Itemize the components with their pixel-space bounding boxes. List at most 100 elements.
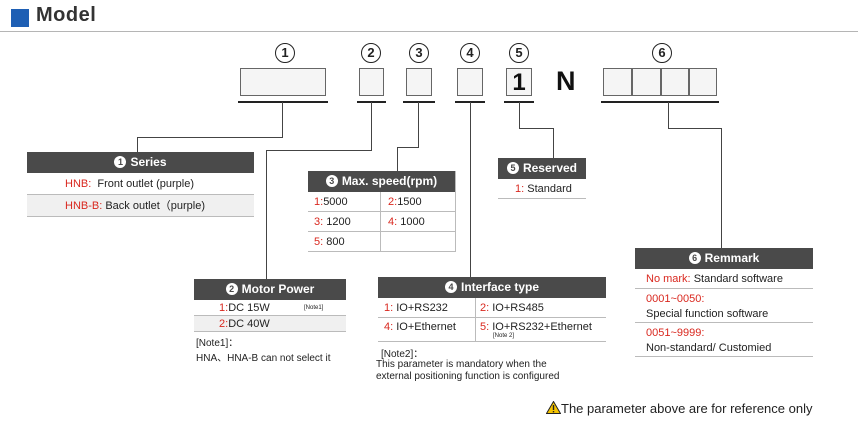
series-code-box: [240, 68, 326, 96]
series-underline: [238, 101, 328, 103]
max-speed-value: 1000: [400, 216, 425, 228]
motor-power-row: 2:DC 40W: [194, 316, 346, 332]
series-row-desc: Front outlet (purple): [97, 178, 195, 190]
max-speed-row: 5: 800: [308, 232, 455, 252]
series-row-desc: Back outlet（purple): [105, 200, 206, 212]
interface-code-box: [457, 68, 483, 96]
motor-power-row-desc: DC 15W: [228, 302, 270, 314]
reserved-table-title: Reserved: [522, 161, 578, 175]
position-1-marker: 1: [275, 43, 295, 63]
series-table-title: Series: [130, 155, 167, 169]
remark-code-box-2: [632, 68, 661, 96]
interface-note-title: [Note2]：: [381, 349, 424, 360]
remark-code-box-1: [603, 68, 632, 96]
motor-power-note-text: HNA、HNA-B can not select it: [196, 353, 331, 364]
motor-power-row-code: 2:: [219, 318, 229, 330]
interface-row: 1: IO+RS232 2: IO+RS485: [378, 298, 606, 318]
motor-power-note-title: [Note1]：: [196, 338, 239, 349]
reserved-row: 1: Standard: [498, 179, 586, 199]
remark-row: 0051~9999: Non-standard/ Customied: [635, 323, 813, 357]
speed-connector-v: [397, 147, 398, 171]
series-number-badge: 1: [114, 155, 127, 168]
motor-power-row-note: [Note1]: [304, 305, 324, 311]
series-connector-h: [137, 137, 283, 138]
interface-table-title: Interface type: [460, 280, 540, 294]
series-row: HNB: Front outlet (purple): [27, 173, 254, 195]
footer-warning: The parameter above are for reference on…: [545, 400, 813, 416]
interface-connector: [470, 102, 471, 277]
interface-value: IO+RS232: [396, 302, 448, 314]
reserved-row-code: 1:: [515, 183, 525, 195]
max-speed-code: 1:: [314, 196, 324, 208]
remark-code-box-4: [689, 68, 717, 96]
remark-number-badge: 6: [688, 251, 701, 264]
interface-number-badge: 4: [444, 280, 457, 293]
position-5-marker: 5: [509, 43, 529, 63]
speed-connector-h: [397, 147, 419, 148]
interface-note-line1: This parameter is mandatory when the: [376, 359, 547, 370]
remark-underline: [601, 101, 719, 103]
remark-code-box-3: [661, 68, 689, 96]
interface-code: 4:: [384, 321, 394, 333]
remark-connector: [668, 102, 669, 129]
warning-icon: [545, 400, 562, 414]
motor-power-table-title: Motor Power: [241, 282, 315, 296]
remark-table-title: Remmark: [704, 251, 760, 265]
motor-connector-v: [266, 150, 267, 279]
remark-connector-h: [668, 128, 722, 129]
series-row-code: HNB:: [65, 178, 92, 190]
reserved-code-box: 1: [506, 68, 532, 96]
interface-note-line2: external positioning function is configu…: [376, 371, 560, 382]
reserved-row-desc: Standard: [527, 183, 572, 195]
max-speed-code: 3:: [314, 216, 324, 228]
interface-code: 2:: [480, 302, 490, 314]
position-2-marker: 2: [361, 43, 381, 63]
interface-code: 1:: [384, 302, 394, 314]
position-6-marker: 6: [652, 43, 672, 63]
remark-connector-v: [721, 128, 722, 248]
remark-row: No mark: Standard software: [635, 269, 813, 289]
interface-value: IO+Ethernet: [396, 321, 456, 333]
max-speed-code: 2:: [388, 196, 398, 208]
interface-row: 4: IO+Ethernet 5: IO+RS232+Ethernet [Not…: [378, 318, 606, 342]
reserved-number-badge: 5: [506, 161, 519, 174]
remark-row-code: No mark:: [646, 273, 691, 285]
position-4-marker: 4: [460, 43, 480, 63]
remark-row: 0001~0050: Special function software: [635, 289, 813, 323]
position-3-marker: 3: [409, 43, 429, 63]
motor-connector-h: [266, 150, 372, 151]
max-speed-code: 5:: [314, 236, 324, 248]
footer-warning-text: The parameter above are for reference on…: [561, 401, 813, 416]
interface-value: IO+RS485: [492, 302, 544, 314]
interface-note-ref: [Note 2]: [493, 333, 515, 339]
interface-code: 5:: [480, 321, 490, 333]
motor-power-row-code: 1:: [219, 302, 229, 314]
max-speed-value: 1500: [397, 196, 422, 208]
max-speed-code-box: [406, 68, 432, 96]
speed-connector: [418, 102, 419, 148]
remark-row-desc: Non-standard/ Customied: [646, 342, 772, 354]
max-speed-row: 3: 1200 4: 1000: [308, 212, 455, 232]
max-speed-value: 1200: [326, 216, 351, 228]
series-connector: [282, 102, 283, 138]
interface-value: IO+RS232+Ethernet: [492, 321, 592, 333]
remark-row-code: 0051~9999:: [646, 327, 705, 339]
header-divider: [0, 31, 858, 32]
max-speed-underline: [403, 101, 435, 103]
motor-connector: [371, 102, 372, 151]
motor-power-code-box: [359, 68, 384, 96]
max-speed-value: 800: [326, 236, 345, 248]
remark-row-code: 0001~0050:: [646, 293, 705, 305]
reserved-connector-v: [553, 128, 554, 158]
max-speed-table-title: Max. speed(rpm): [341, 174, 438, 188]
series-row-code: HNB-B:: [65, 200, 103, 212]
